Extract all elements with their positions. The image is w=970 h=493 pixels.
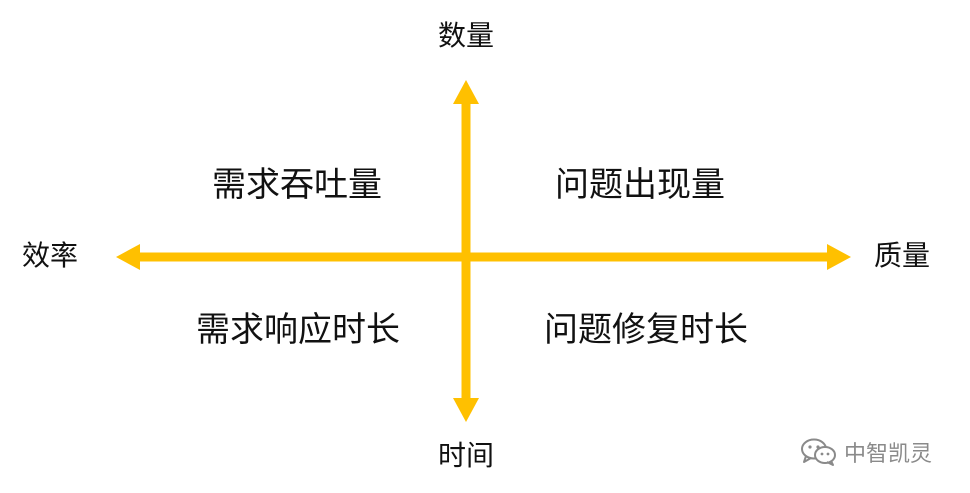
wechat-icon xyxy=(801,438,836,466)
watermark-text: 中智凯灵 xyxy=(844,442,933,467)
axis-label-bottom: 时间 xyxy=(437,439,495,472)
quadrant-bottom-right-label: 问题修复时长 xyxy=(544,310,748,350)
arrow-up xyxy=(453,80,479,104)
arrow-left xyxy=(116,244,140,270)
quadrant-top-right-label: 问题出现量 xyxy=(555,165,725,205)
axis-label-top: 数量 xyxy=(437,19,495,52)
quadrant-bottom-left-label: 需求响应时长 xyxy=(196,310,400,350)
axis-label-right: 质量 xyxy=(874,239,931,272)
quadrant-top-left-label: 需求吞吐量 xyxy=(212,165,382,205)
arrow-down xyxy=(453,398,479,422)
watermark: 中智凯灵 xyxy=(800,436,932,468)
axis-label-left: 效率 xyxy=(22,239,79,272)
arrow-right xyxy=(827,244,851,270)
